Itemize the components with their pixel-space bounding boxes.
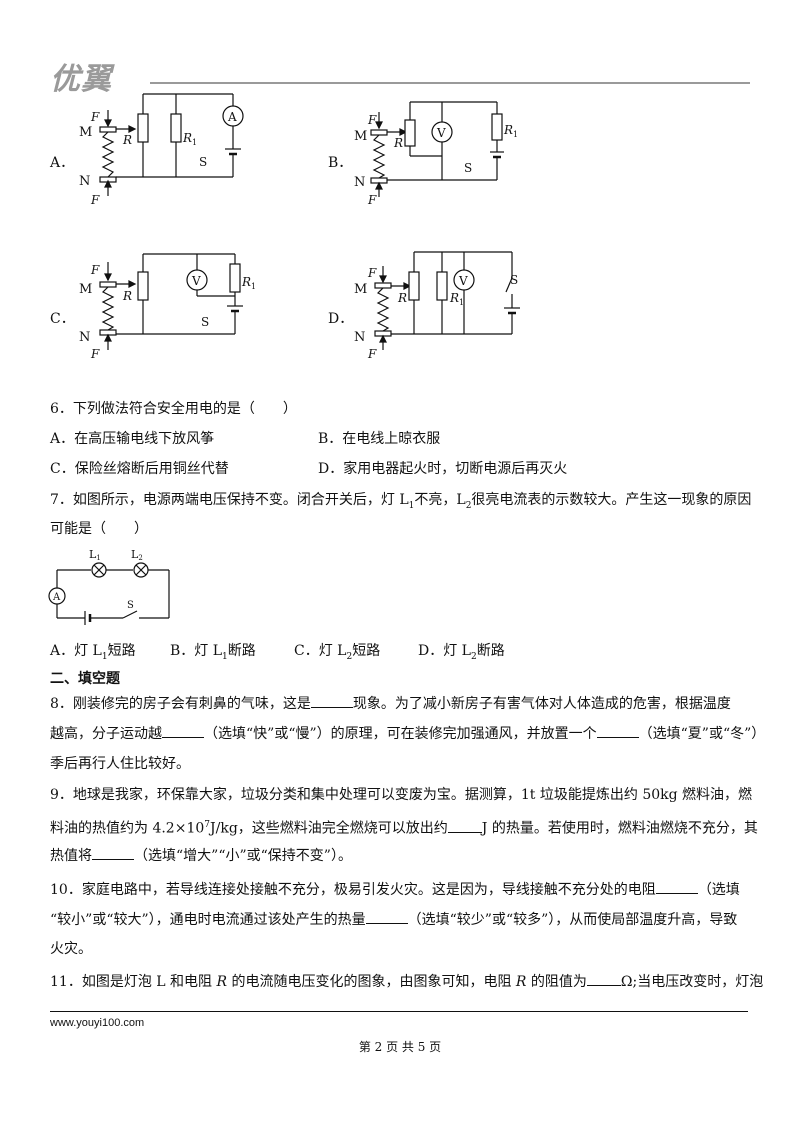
option-a-label: A． (50, 155, 75, 171)
force-label-top: F (367, 113, 377, 127)
q8-line-2: 越高，分子运动越（选填“快”或“慢”）的原理，可在装修完加强通风，并放置一个（选… (50, 722, 765, 745)
terminal-n-label: N (354, 175, 365, 190)
q8-line-3: 季后再行人住比较好。 (50, 756, 190, 772)
force-label-top: F (90, 263, 100, 277)
switch-label: S (127, 600, 134, 611)
header-rule (150, 82, 750, 84)
q7-option-b: B．灯 L1断路 (170, 643, 256, 662)
switch-label: S (510, 273, 518, 287)
svg-text:L2: L2 (131, 548, 143, 562)
q7-stem-line-1: 7．如图所示，电源两端电压保持不变。闭合开关后，灯 L1不亮，L2很亮电流表的示… (50, 492, 752, 511)
force-label-bottom: F (90, 347, 100, 361)
option-d-label: D． (328, 311, 354, 327)
switch-label: S (199, 155, 207, 169)
q6-option-b: B．在电线上晾衣服 (318, 431, 441, 447)
q7-stem-line-2: 可能是（ ） (50, 521, 148, 537)
force-label-top: F (367, 266, 377, 280)
q10-line-3: 火灾。 (50, 941, 92, 957)
q6-stem: 6．下列做法符合安全用电的是（ ） (50, 401, 297, 417)
q10-line-1: 10．家庭电路中，若导线连接处接触不充分，极易引发火灾。这是因为，导线接触不充分… (50, 878, 755, 901)
resistor-r-label: R (122, 289, 132, 303)
q9-line-3: 热值将（选填“增大”“小”或“保持不变”）。 (50, 844, 755, 867)
q8-line-1: 8．刚装修完的房子会有刺鼻的气味，这是现象。为了减小新房子有害气体对人体造成的危… (50, 692, 755, 715)
voltmeter-label: V (436, 126, 446, 140)
svg-text:R1: R1 (503, 123, 518, 139)
force-label-bottom: F (367, 193, 377, 207)
answer-blank[interactable] (310, 692, 353, 708)
terminal-m-label: M (354, 282, 367, 297)
terminal-m-label: M (79, 125, 92, 140)
q11-line-1: 11．如图是灯泡 L 和电阻 R 的电流随电压变化的图象，由图象可知，电阻 R … (50, 970, 763, 993)
force-label-bottom: F (90, 193, 100, 207)
circuit-diagram-b: F M N F R V R1 S (354, 101, 518, 207)
ammeter-label: A (52, 592, 61, 603)
answer-blank[interactable] (596, 722, 639, 738)
svg-text:L1: L1 (89, 548, 101, 562)
q6-option-d: D．家用电器起火时，切断电源后再灭火 (318, 461, 568, 477)
terminal-n-label: N (354, 330, 365, 345)
terminal-n-label: N (79, 330, 90, 345)
terminal-n-label: N (79, 174, 90, 189)
option-b-label: B． (328, 155, 353, 171)
q7-option-d: D．灯 L2断路 (418, 643, 505, 662)
q10-line-2: “较小”或“较大”），通电时电流通过该处产生的热量（选填“较少”或“较多”），从… (50, 908, 755, 931)
answer-blank[interactable] (586, 970, 621, 986)
q9-line-1: 9．地球是我家，环保靠大家，垃圾分类和集中处理可以变废为宝。据测算，1t 垃圾能… (50, 787, 753, 803)
option-c-label: C． (50, 311, 75, 327)
q7-option-c: C．灯 L2短路 (294, 643, 381, 662)
q7-circuit-diagram: L1 L2 A S (48, 548, 170, 625)
force-label-top: F (90, 110, 100, 124)
answer-blank[interactable] (447, 817, 482, 833)
svg-text:R1: R1 (241, 275, 255, 291)
logo: 优翼 (50, 62, 112, 97)
voltmeter-label: V (458, 274, 468, 288)
force-label-bottom: F (367, 347, 377, 361)
svg-text:R1: R1 (182, 131, 197, 147)
circuit-diagram-d: F M N F R R1 V S (354, 251, 520, 361)
resistor-r-label: R (122, 133, 132, 147)
terminal-m-label: M (354, 129, 367, 144)
resistor-r-label: R (397, 291, 407, 305)
answer-blank[interactable] (365, 908, 408, 924)
circuit-diagram-a: F M N F R R1 A S (79, 93, 244, 207)
footer-rule (50, 1011, 748, 1012)
circuit-diagram-c: F M N F R V R1 S (79, 253, 255, 361)
switch-label: S (464, 161, 472, 175)
answer-blank[interactable] (655, 878, 698, 894)
answer-blank[interactable] (92, 844, 134, 860)
q7-option-a: A．灯 L1短路 (50, 643, 136, 662)
svg-text:R1: R1 (449, 291, 464, 307)
terminal-m-label: M (79, 282, 92, 297)
voltmeter-label: V (191, 274, 201, 288)
answer-blank[interactable] (162, 722, 204, 738)
ammeter-label: A (227, 110, 237, 124)
switch-label: S (201, 315, 209, 329)
footer-url: www.youyi100.com (50, 1017, 145, 1029)
page-number: 第 2 页 共 5 页 (358, 1040, 442, 1054)
q6-option-c: C．保险丝熔断后用铜丝代替 (50, 461, 229, 477)
q6-option-a: A．在高压输电线下放风筝 (50, 431, 215, 447)
section-title: 二、填空题 (50, 671, 120, 687)
resistor-r-label: R (393, 136, 403, 150)
